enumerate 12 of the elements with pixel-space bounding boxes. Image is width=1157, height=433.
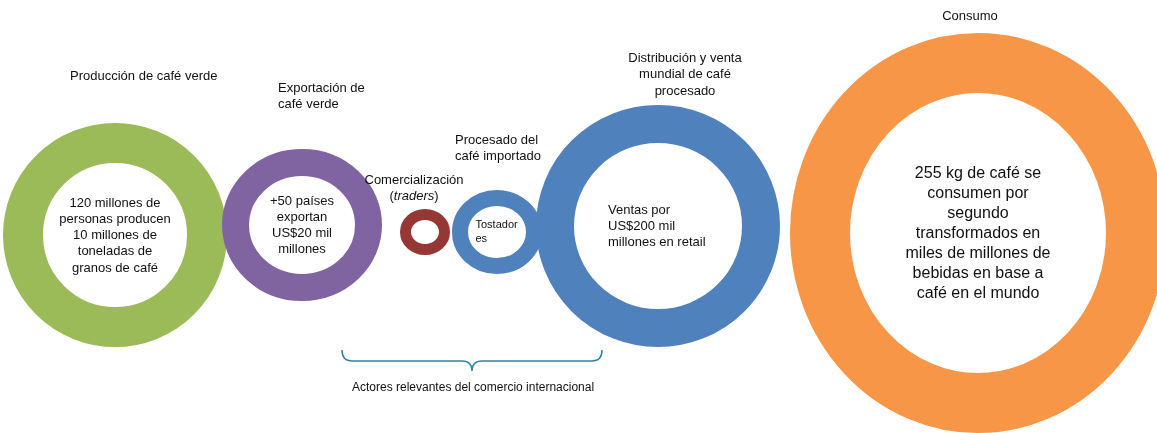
stage-description: 120 millones de personas producen 10 millones de toneladas de granos de café	[59, 194, 171, 276]
stage-heading: Distribución y venta mundial de café procesado	[627, 50, 743, 99]
bracket-caption: Actores relevantes del comercio internacional	[352, 380, 595, 395]
stage-description: 255 kg de café se consumen por segundo transformados en miles de millones de bebidas en base a café en el mundo	[904, 163, 1052, 303]
stage-heading: Comercialización (traders)	[363, 172, 465, 205]
stage-heading: Producción de café verde	[70, 68, 219, 85]
stage-description: Ventas por US$200 mil millones en retail	[608, 201, 707, 251]
stage-heading: Exportación de café verde	[278, 80, 366, 113]
stage-description: Tostadores	[475, 218, 519, 246]
stage-description: +50 países exportan US$20 mil millones	[269, 192, 335, 258]
stage-heading: Procesado del café importado	[455, 132, 542, 165]
stage-heading: Consumo	[941, 8, 999, 25]
